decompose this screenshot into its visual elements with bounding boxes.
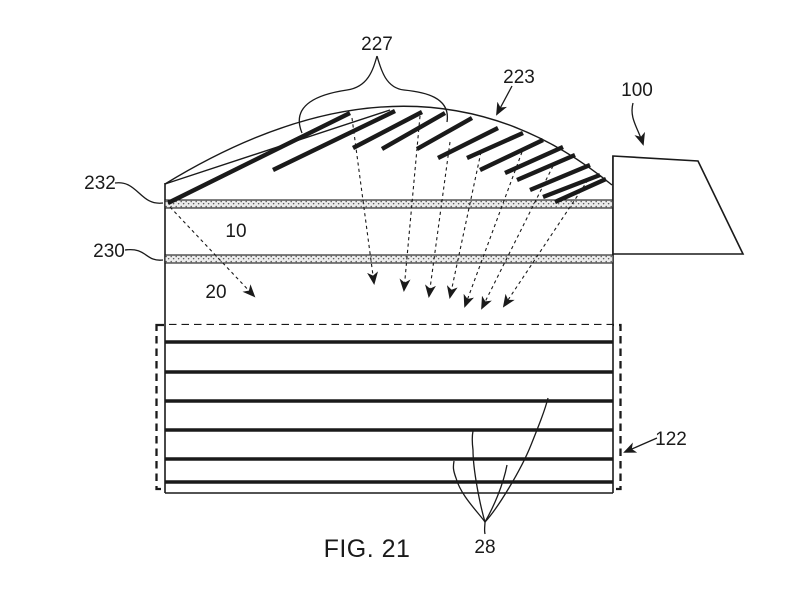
hatch-line bbox=[466, 130, 524, 161]
light-ray bbox=[502, 179, 589, 308]
label-122: 122 bbox=[655, 429, 687, 450]
figure-caption: FIG. 21 bbox=[324, 535, 411, 563]
leader-28-branch bbox=[471, 430, 486, 523]
arrow-223 bbox=[496, 85, 513, 116]
leader-28-branch bbox=[484, 464, 508, 523]
hatch-line bbox=[351, 110, 424, 150]
label-223: 223 bbox=[503, 67, 535, 88]
brace-227-left bbox=[298, 55, 378, 134]
hatch-line bbox=[437, 126, 499, 160]
light-ray bbox=[351, 117, 378, 285]
microstructure-hatch-lines bbox=[167, 109, 607, 205]
leader-232 bbox=[114, 182, 164, 204]
reference-numerals: 227 223 100 232 230 10 20 122 28 FIG. 21 bbox=[84, 34, 687, 563]
brace-227-right bbox=[376, 55, 448, 123]
layer-stack bbox=[165, 325, 613, 494]
hatch-line bbox=[415, 116, 474, 151]
label-230: 230 bbox=[93, 241, 125, 262]
hatch-line bbox=[167, 111, 351, 205]
leader-28-branch bbox=[484, 397, 549, 523]
leader-lines bbox=[114, 55, 658, 535]
leader-28-squiggles bbox=[452, 397, 549, 535]
hatch-line bbox=[272, 109, 396, 172]
leader-28-branch bbox=[452, 460, 486, 523]
light-ray bbox=[169, 206, 256, 298]
label-10: 10 bbox=[225, 221, 246, 242]
light-ray bbox=[425, 141, 451, 298]
arrow-122 bbox=[623, 437, 658, 453]
label-227: 227 bbox=[361, 34, 393, 55]
light-ray bbox=[463, 151, 523, 308]
light-ray bbox=[446, 151, 482, 299]
hatch-line bbox=[504, 144, 564, 176]
label-100: 100 bbox=[621, 80, 653, 101]
dome-223 bbox=[164, 105, 613, 205]
label-20: 20 bbox=[205, 282, 226, 303]
film-230-band bbox=[164, 254, 614, 264]
film-232-band bbox=[164, 199, 614, 209]
hatch-line bbox=[516, 152, 576, 183]
arrow-100 bbox=[631, 102, 645, 146]
label-232: 232 bbox=[84, 173, 116, 194]
hatch-line bbox=[542, 172, 601, 200]
prism-100-outline bbox=[612, 155, 745, 255]
light-ray-arrows bbox=[169, 115, 589, 310]
leader-230 bbox=[124, 249, 164, 261]
hatch-line bbox=[529, 162, 591, 193]
layer-stack-area bbox=[165, 325, 613, 493]
label-28: 28 bbox=[474, 537, 495, 558]
hatch-line bbox=[479, 138, 544, 172]
hatch-line bbox=[380, 111, 447, 151]
light-ray bbox=[481, 165, 554, 310]
